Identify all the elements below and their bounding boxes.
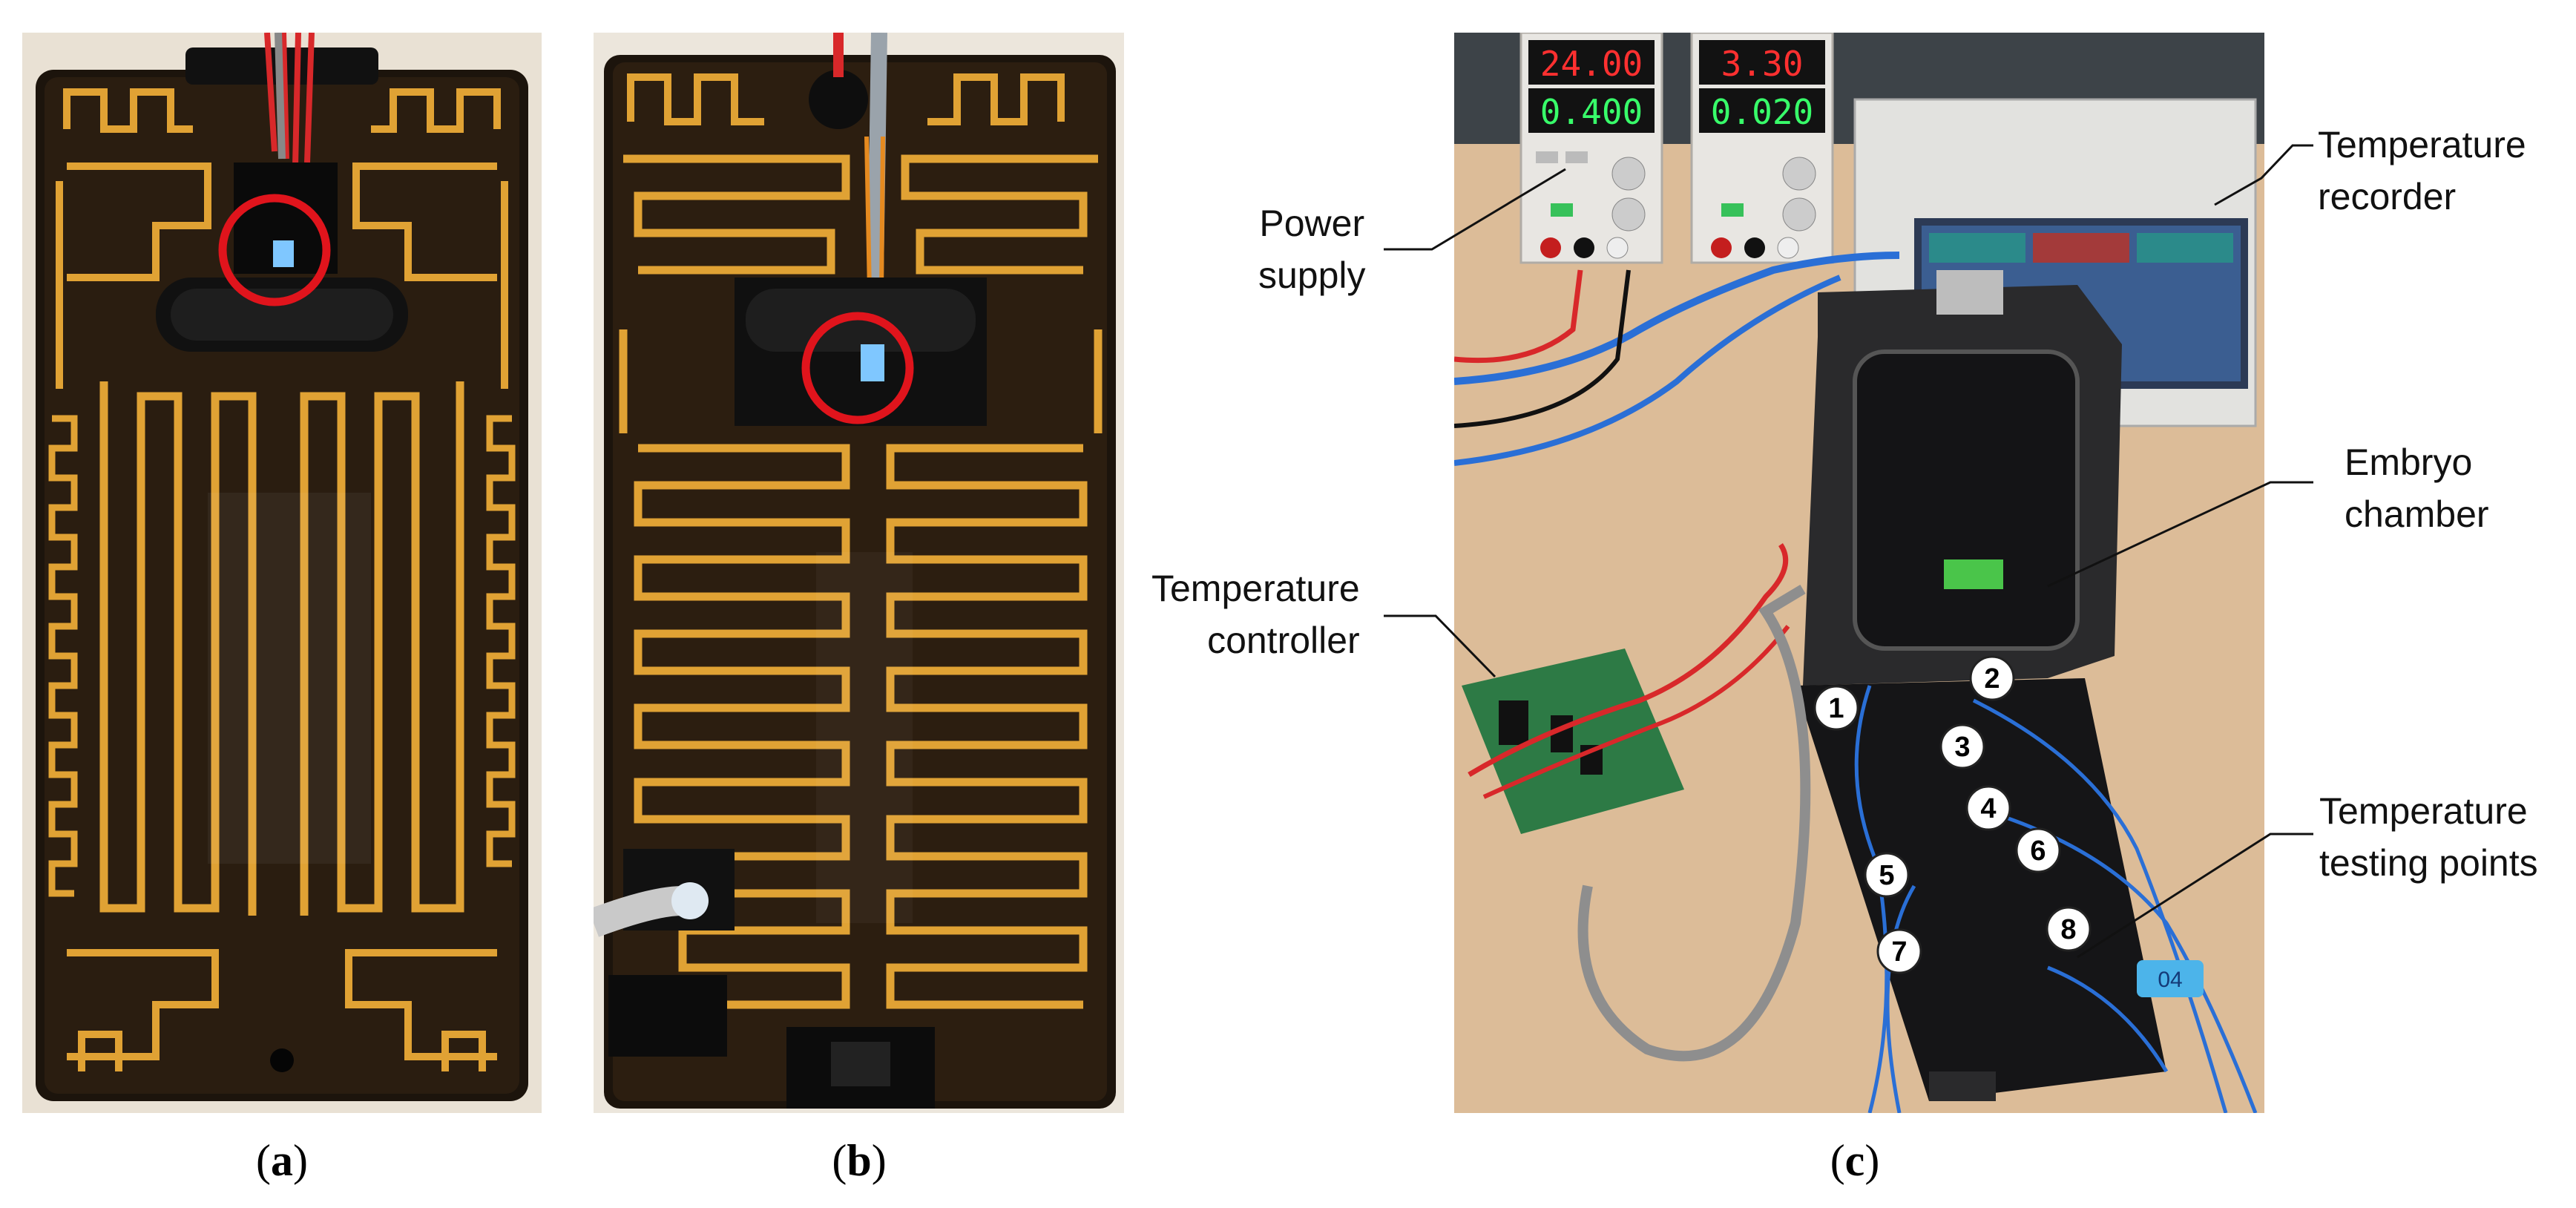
testing-point-5 — [1864, 852, 1910, 898]
supply-1-current: 0.400 — [1540, 92, 1643, 132]
experimental-setup-image: 24.00 0.400 3.30 0.020 — [1454, 33, 2264, 1113]
panel-a-heater-photo — [22, 33, 542, 1113]
caption-c: (c) — [1830, 1136, 1880, 1185]
embryo-chamber — [1795, 270, 2166, 1101]
power-supply-unit-1: 24.00 0.400 — [1519, 33, 1663, 264]
svg-text:7: 7 — [1891, 936, 1907, 968]
testing-point-6 — [2015, 827, 2061, 873]
testing-point-3 — [1939, 723, 1985, 769]
chamber-tag: 04 — [2158, 968, 2182, 992]
caption-b: (b) — [832, 1136, 887, 1185]
sensor-highlight-circle-a — [218, 194, 331, 306]
callout-embryo-chamber: Embryo chamber — [2345, 441, 2489, 535]
power-supply-unit-2: 3.30 0.020 — [1690, 33, 1834, 264]
callout-temperature-testing-points: Temperature testing points — [2319, 790, 2538, 884]
sensor-highlight-circle-b — [801, 312, 914, 424]
testing-point-4 — [1965, 785, 2011, 831]
callout-power-supply: Power supply — [1258, 203, 1366, 296]
svg-text:3: 3 — [1954, 732, 1970, 763]
testing-point-2 — [1969, 655, 2015, 701]
supply-2-current: 0.020 — [1711, 92, 1813, 132]
temperature-controller-board — [1462, 649, 1684, 834]
heater-board-a-image — [22, 33, 542, 1113]
caption-a: (a) — [256, 1136, 308, 1185]
panel-c-setup-photo: 24.00 0.400 3.30 0.020 — [1454, 33, 2264, 1113]
testing-point-7 — [1876, 928, 1922, 974]
heater-board-b-image — [594, 33, 1124, 1113]
supply-1-voltage: 24.00 — [1540, 44, 1643, 84]
supply-2-voltage: 3.30 — [1721, 44, 1804, 84]
svg-text:1: 1 — [1828, 693, 1844, 724]
panel-b-heater-photo — [594, 33, 1124, 1113]
svg-text:4: 4 — [1980, 793, 1996, 824]
svg-text:6: 6 — [2030, 836, 2046, 867]
svg-text:2: 2 — [1984, 663, 2000, 695]
callout-temperature-controller: Temperature controller — [1151, 568, 1360, 661]
testing-point-1 — [1813, 685, 1859, 731]
callout-temperature-recorder: Temperature recorder — [2318, 124, 2526, 217]
svg-text:8: 8 — [2060, 914, 2076, 945]
svg-text:5: 5 — [1879, 860, 1894, 891]
